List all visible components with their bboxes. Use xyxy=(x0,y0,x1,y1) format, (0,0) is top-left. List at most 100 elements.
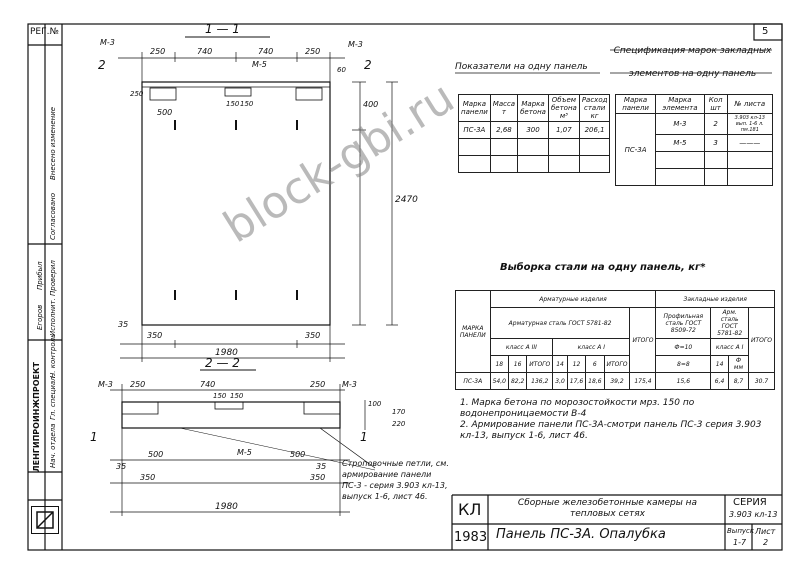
indicators-title: Показатели на одну панель xyxy=(455,62,588,72)
dim-150-a: 150 xyxy=(226,100,240,108)
steel-group-embed: Закладные изделия xyxy=(655,290,775,308)
steel-arm-sub: Арматурная сталь ГОСТ 5781-82 xyxy=(489,307,631,339)
steel-v6: 18,6 xyxy=(585,372,605,390)
section-1-mark: 1 — 1 xyxy=(205,22,240,36)
steel-v10: 6,4 xyxy=(710,372,729,390)
steel-v7: 39,2 xyxy=(603,372,631,390)
ind-h4: Объем бетона м³ xyxy=(547,94,580,122)
steel-class-a1: класс А I xyxy=(552,338,631,356)
note-2: 2. Армирование панели ПС-3А-смотри панел… xyxy=(460,420,762,441)
dim-350-a: 350 xyxy=(147,331,163,340)
dim2-150-b: 150 xyxy=(230,392,244,400)
section-2-mark: 2 — 2 xyxy=(205,356,240,370)
table-row: М-5 3 ——— xyxy=(616,134,774,152)
steel-embed-dia: 14 xyxy=(710,355,729,373)
steel-total-1: ИТОГО xyxy=(629,307,657,373)
ind-c4: 1,07 xyxy=(547,121,580,139)
dim2-220: 220 xyxy=(392,420,406,428)
steel-total-a3: ИТОГО xyxy=(526,355,554,373)
agreed-label: Согласовано xyxy=(49,192,57,240)
steel-dia-12: 12 xyxy=(566,355,587,373)
title-year: 1983 xyxy=(454,530,488,545)
spec-r1-sheet: 3.903 кл-13 вып. 1-6 л. пм.181 xyxy=(726,113,774,135)
dim2-350-b: 350 xyxy=(310,473,326,482)
m5-label: М-5 xyxy=(252,60,267,69)
table-row: ПС-3А 2,68 300 1,07 206,1 xyxy=(458,121,611,139)
role-5: Исполнит. xyxy=(49,298,57,336)
steel-title: Выборка стали на одну панель, кг* xyxy=(500,262,706,273)
sheet-number: 5 xyxy=(762,26,769,37)
steel-mark-header: МАРКА ПАНЕЛИ xyxy=(455,290,491,373)
series-label: СЕРИЯ xyxy=(733,497,767,508)
lifting-loops-note: Строповочные петли, см. армирование пане… xyxy=(342,459,449,501)
name-6: Прибыл xyxy=(36,261,44,290)
steel-class-a3: класс А III xyxy=(489,338,554,356)
m3-label-right: М-3 xyxy=(348,40,363,49)
m5-label-2: М-5 xyxy=(237,448,252,457)
name-2: Егоров xyxy=(36,304,44,330)
org-name: ЛЕНГИПРОИНЖПРОЕКТ xyxy=(32,362,41,472)
spec-h2: Марка элемента xyxy=(655,94,705,114)
dim2-35-a: 35 xyxy=(116,462,127,471)
dim2-100: 100 xyxy=(368,400,382,408)
dim-1980-a: 1980 xyxy=(215,348,238,358)
steel-dia-6: 6 xyxy=(585,355,605,373)
steel-v2: 82,2 xyxy=(507,372,528,390)
spec-table: Марка панели Марка элемента Кол шт № лис… xyxy=(614,94,774,186)
dim-top-3: 740 xyxy=(258,47,274,56)
role-4: Н. контроль xyxy=(49,333,57,378)
reg-label: РЕГ.№ xyxy=(30,27,59,37)
table-row: ПС-3А М-3 2 3.903 кл-13 вып. 1-6 л. пм.1… xyxy=(614,113,774,186)
role-2: Гл. специал. xyxy=(49,374,57,420)
dim2-500-b: 500 xyxy=(290,450,306,459)
dim-35-a: 35 xyxy=(118,320,129,329)
steel-total-2: ИТОГО xyxy=(748,307,775,373)
steel-dia-18: 18 xyxy=(489,355,509,373)
issue-value: 1-7 xyxy=(733,538,747,547)
dim2-35-b: 35 xyxy=(316,462,327,471)
dim2-500-a: 500 xyxy=(148,450,164,459)
steel-v1: 54,0 xyxy=(489,372,509,390)
sheet-value: 2 xyxy=(763,538,769,547)
role-6: Проверил xyxy=(49,260,57,296)
steel-v3: 136,2 xyxy=(526,372,554,390)
ind-c5: 206,1 xyxy=(578,121,611,139)
m3-label-left: М-3 xyxy=(100,38,115,47)
indicators-table: Марка панели Масса т Марка бетона Объем … xyxy=(458,94,611,173)
dim-2470: 2470 xyxy=(395,195,418,205)
steel-v12: 30.7 xyxy=(748,372,775,390)
steel-table: МАРКА ПАНЕЛИ Арматурные изделия Закладны… xyxy=(455,290,775,390)
steel-embed-prof: Профильная сталь ГОСТ 8509-72 xyxy=(655,307,712,339)
m3-label-2l: М-3 xyxy=(98,380,113,389)
sheet-label: Лист xyxy=(755,527,776,536)
spec-r1-mark: М-3 xyxy=(655,113,705,135)
steel-v9: 15,6 xyxy=(655,372,712,390)
steel-dia-16: 16 xyxy=(507,355,528,373)
steel-embed-class: класс А I xyxy=(710,338,750,356)
changes-label: Внесено изменение xyxy=(49,106,57,180)
dim-250-side: 250 xyxy=(130,90,144,98)
dim-350-b: 350 xyxy=(305,331,321,340)
steel-v5: 17,6 xyxy=(566,372,587,390)
ind-h3: Марка бетона xyxy=(517,94,549,122)
steel-row-mark: ПС-3А xyxy=(455,372,491,390)
dim2-170: 170 xyxy=(392,408,406,416)
title-description: Сборные железобетонные камеры на тепловы… xyxy=(517,498,698,519)
ind-c2: 2,68 xyxy=(489,121,519,139)
cut-left-2: 1 xyxy=(90,430,98,444)
ind-h2: Масса т xyxy=(489,94,519,122)
steel-embed-dia-label: Ф мм xyxy=(727,355,750,373)
dim2-250-a: 250 xyxy=(130,380,146,389)
dim2-350-a: 350 xyxy=(140,473,156,482)
dim-150-b: 150 xyxy=(240,100,254,108)
org-logo-icon xyxy=(31,506,59,534)
dim2-250-b: 250 xyxy=(310,380,326,389)
steel-embed-arm: Арм. сталь ГОСТ 5781-82 xyxy=(710,307,750,339)
dim-500-a: 500 xyxy=(157,108,173,117)
dim-400: 400 xyxy=(363,100,379,109)
table-row: ПС-3А 54,0 82,2 136,2 3,0 17,6 18,6 39,2… xyxy=(455,372,775,390)
cut-left-1: 2 xyxy=(98,58,106,72)
role-1: Нач. отдела xyxy=(49,423,57,468)
